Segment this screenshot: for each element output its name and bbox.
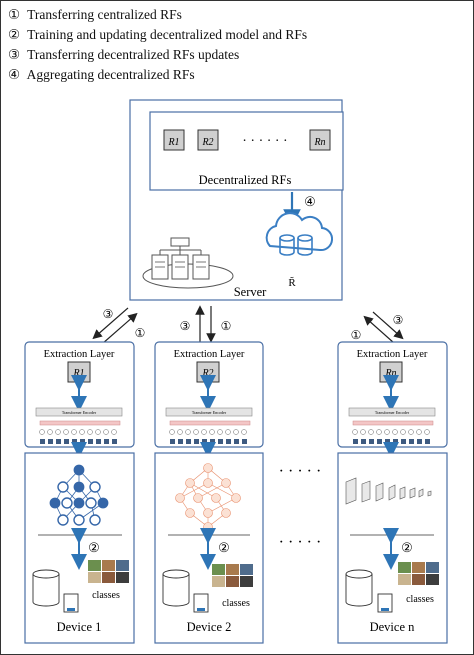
cloud-database-icon [265,212,334,256]
device-classes: classes [222,598,250,609]
device-icon [193,593,209,613]
neural-network-icon [175,463,241,532]
server-rf-n: Rn [309,129,331,151]
legend-item-3: ③ Transferring decentralized RFs updates [8,46,239,64]
server-rf-n-label: Rn [313,137,325,148]
extraction-rf-label: Rn [384,368,396,379]
devices-ellipsis-top: · · · · · [279,463,322,480]
legend-text: Transferring decentralized RFs updates [27,47,240,62]
legend-item-2: ② Training and updating decentralized mo… [8,26,307,44]
extraction-layer-2: Extraction Layer R2 Transformer Encoder [154,341,264,448]
device-label: Device n [370,620,416,634]
device-n: ② classes Device n [337,452,448,644]
encoder-label: Transformer Encoder [192,410,227,415]
devices-ellipsis-bottom: · · · · · [279,534,322,551]
extraction-rf-label: R1 [72,368,84,379]
legend-number: ② [8,27,21,42]
server-label: Server [234,285,267,299]
legend-number: ④ [8,67,21,82]
decentralized-rfs-title: Decentralized RFs [199,173,292,187]
database-icon [32,569,60,607]
legend-text: Aggregating decentralized RFs [26,67,195,82]
device-classes: classes [406,594,434,605]
legend-number: ① [8,7,21,22]
encoder-label: Transformer Encoder [62,410,97,415]
device-step: ② [401,540,413,555]
server-hardware-icon [142,237,234,289]
database-icon [345,569,373,607]
server-rf-1: R1 [163,129,185,151]
device-1: ② classes Device 1 [24,452,135,644]
aggregate-label: R̃ [288,276,296,289]
device-step: ② [218,540,230,555]
link-right-up-step: ③ [393,313,404,327]
link-right: ③ ① [351,311,404,344]
extraction-title: Extraction Layer [357,349,428,360]
neural-network-icon [49,464,109,526]
extraction-layer-1: Extraction Layer R1 Transformer Encoder [24,341,135,448]
link-right-down-step: ① [351,328,362,342]
server-rf-2: R2 [197,129,219,151]
extraction-rf-label: R2 [201,368,213,379]
server-rf-2-label: R2 [201,137,213,148]
decentralized-rfs-box [149,111,344,191]
device-label: Device 2 [187,620,232,634]
extraction-title: Extraction Layer [174,349,245,360]
extraction-title: Extraction Layer [44,349,115,360]
legend-text: Transferring centralized RFs [27,7,182,22]
legend-item-4: ④ Aggregating decentralized RFs [8,66,195,84]
legend-item-1: ① Transferring centralized RFs [8,6,182,24]
cnn-layers-icon [345,477,432,505]
device-icon [377,593,393,613]
link-center: ③ ① [180,305,232,343]
link-center-up-step: ③ [180,319,191,333]
device-classes: classes [92,590,120,601]
database-icon [162,569,190,607]
extraction-layer-n: Extraction Layer Rn Transformer Encoder [337,341,448,448]
encoder-label: Transformer Encoder [375,410,410,415]
link-left: ③ ① [92,307,146,345]
device-icon [63,593,79,613]
server-rf-dots: · · · · · · [242,134,287,149]
link-left-down-step: ① [135,326,146,340]
legend-number: ③ [8,47,21,62]
device-2: ② classes Device 2 [154,452,264,644]
legend-text: Training and updating decentralized mode… [27,27,308,42]
aggregate-step: ④ [304,194,316,209]
link-left-up-step: ③ [103,307,114,321]
device-step: ② [88,540,100,555]
device-label: Device 1 [57,620,102,634]
server-rf-1-label: R1 [167,137,179,148]
link-center-down-step: ① [221,319,232,333]
